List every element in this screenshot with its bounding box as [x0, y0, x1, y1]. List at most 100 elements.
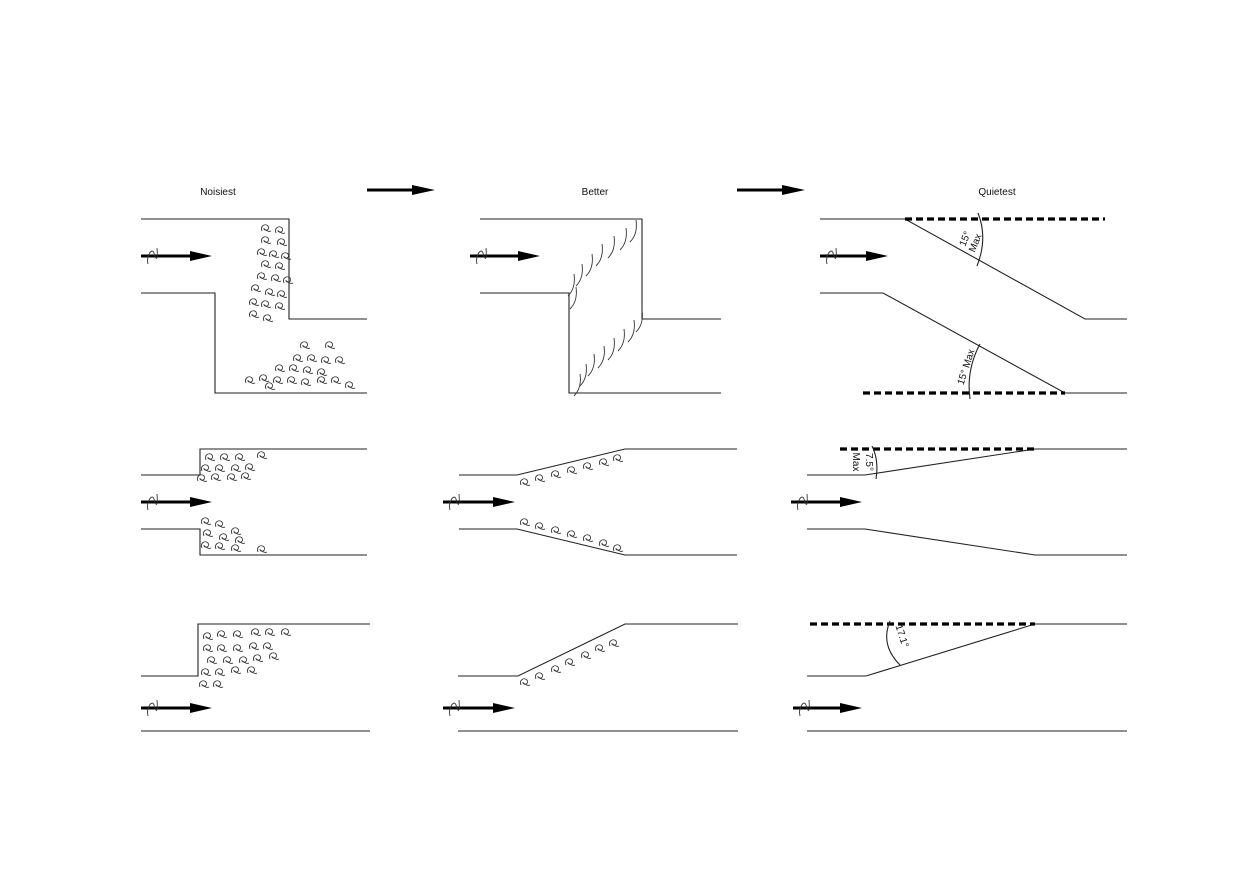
- turbulence-eddy-icon: [215, 520, 226, 528]
- turbulence-eddy-icon: [261, 300, 272, 308]
- turning-vane-icon: [587, 353, 595, 377]
- turbulence-eddy-icon: [233, 644, 244, 652]
- turning-vane-icon: [607, 235, 615, 259]
- turbulence-eddy-icon: [581, 651, 592, 659]
- angle-max-label: Max: [850, 453, 861, 472]
- turbulence-eddy-icon: [251, 284, 262, 292]
- turning-vane-icon: [629, 219, 637, 243]
- column-title-better: Better: [582, 187, 609, 198]
- turbulence-eddy-icon: [263, 642, 274, 650]
- turbulence-eddy-icon: [201, 541, 212, 549]
- turbulence-eddy-icon: [249, 310, 260, 318]
- turbulence-eddy-icon: [263, 314, 274, 322]
- turning-vane-icon: [597, 345, 605, 369]
- turbulence-eddy-icon: [261, 224, 272, 232]
- turning-vane-icon: [567, 273, 575, 297]
- turbulence-eddy-icon: [321, 356, 332, 364]
- turbulence-eddy-icon: [293, 354, 304, 362]
- turbulence-eddy-icon: [223, 656, 234, 664]
- turbulence-eddy-icon: [203, 644, 214, 652]
- turbulence-eddy-icon: [205, 453, 216, 461]
- progression-arrow-2: [737, 185, 805, 195]
- row2-better-gradual-expansion: [459, 448, 737, 556]
- turbulence-eddy-icon: [219, 533, 230, 541]
- turbulence-eddy-icon: [345, 381, 356, 389]
- turbulence-eddy-icon: [609, 639, 620, 647]
- airflow-arrow-icon: [793, 699, 862, 717]
- turbulence-eddy-icon: [599, 539, 610, 547]
- airflow-arrow-icon: [820, 247, 888, 265]
- turbulence-eddy-icon: [283, 276, 294, 284]
- row3-quietest-tapered-step: 17.1°: [807, 620, 1127, 732]
- turbulence-eddy-icon: [325, 341, 336, 349]
- turbulence-eddy-icon: [203, 632, 214, 640]
- turbulence-eddy-icon: [275, 364, 286, 372]
- turning-vane-icon: [573, 373, 581, 397]
- turbulence-eddy-icon: [317, 368, 328, 376]
- airflow-arrow-icon: [443, 699, 515, 717]
- turbulence-eddy-icon: [599, 458, 610, 466]
- turbulence-eddy-icon: [231, 464, 242, 472]
- turbulence-eddy-icon: [227, 473, 238, 481]
- turbulence-eddy-icon: [535, 474, 546, 482]
- turbulence-eddy-icon: [277, 290, 288, 298]
- turbulence-eddy-icon: [217, 644, 228, 652]
- turbulence-eddy-icon: [217, 630, 228, 638]
- turbulence-eddy-icon: [201, 517, 212, 525]
- turning-vane-icon: [595, 243, 603, 267]
- turbulence-eddy-icon: [595, 644, 606, 652]
- turbulence-eddy-icon: [565, 658, 576, 666]
- turbulence-eddy-icon: [249, 642, 260, 650]
- turbulence-eddy-icon: [201, 464, 212, 472]
- turbulence-eddy-icon: [300, 341, 311, 349]
- turbulence-eddy-icon: [201, 668, 212, 676]
- turning-vane-icon: [635, 309, 643, 333]
- turbulence-eddy-icon: [520, 478, 531, 486]
- turbulence-eddy-icon: [265, 288, 276, 296]
- turbulence-eddy-icon: [245, 376, 256, 384]
- row3-better-angled-step: [458, 623, 738, 732]
- turbulence-eddy-icon: [197, 474, 208, 482]
- turbulence-eddy-icon: [281, 252, 292, 260]
- turbulence-eddy-icon: [241, 472, 252, 480]
- turbulence-eddy-icon: [231, 666, 242, 674]
- turning-vane-icon: [617, 328, 625, 352]
- turbulence-eddy-icon: [261, 236, 272, 244]
- column-title-noisiest: Noisiest: [200, 187, 236, 198]
- airflow-arrow-icon: [141, 247, 212, 265]
- turbulence-eddy-icon: [231, 527, 242, 535]
- turbulence-eddy-icon: [583, 534, 594, 542]
- airflow-arrow-icon: [791, 493, 862, 511]
- angle-label: 17.1°: [893, 623, 911, 649]
- turbulence-eddy-icon: [257, 248, 268, 256]
- turning-vane-icon: [575, 263, 583, 287]
- airflow-arrow-icon: [470, 247, 540, 265]
- row2-noisiest-abrupt-expansion: [141, 448, 367, 556]
- turbulence-eddy-icon: [253, 654, 264, 662]
- turbulence-eddy-icon: [281, 628, 292, 636]
- turbulence-eddy-icon: [215, 668, 226, 676]
- turbulence-eddy-icon: [583, 462, 594, 470]
- turbulence-eddy-icon: [551, 470, 562, 478]
- turbulence-eddy-icon: [520, 678, 531, 686]
- turbulence-eddy-icon: [317, 376, 328, 384]
- turbulence-eddy-icon: [289, 364, 300, 372]
- turbulence-eddy-icon: [275, 262, 286, 270]
- angle-label: 7.5°: [863, 453, 874, 471]
- turbulence-eddy-icon: [303, 366, 314, 374]
- turning-vane-icon: [619, 227, 627, 251]
- turbulence-eddy-icon: [233, 630, 244, 638]
- turbulence-eddy-icon: [257, 545, 268, 553]
- angle-arc: [871, 445, 878, 480]
- turbulence-eddy-icon: [269, 250, 280, 258]
- turbulence-eddy-icon: [331, 376, 342, 384]
- angle-label: 15° Max: [956, 348, 978, 386]
- turbulence-eddy-icon: [245, 463, 256, 471]
- turbulence-eddy-icon: [265, 382, 276, 390]
- turbulence-eddy-icon: [257, 272, 268, 280]
- turbulence-eddy-icon: [273, 376, 284, 384]
- turbulence-eddy-icon: [265, 628, 276, 636]
- turbulence-eddy-icon: [277, 238, 288, 246]
- turbulence-eddy-icon: [249, 298, 260, 306]
- angle-arc: [886, 620, 901, 666]
